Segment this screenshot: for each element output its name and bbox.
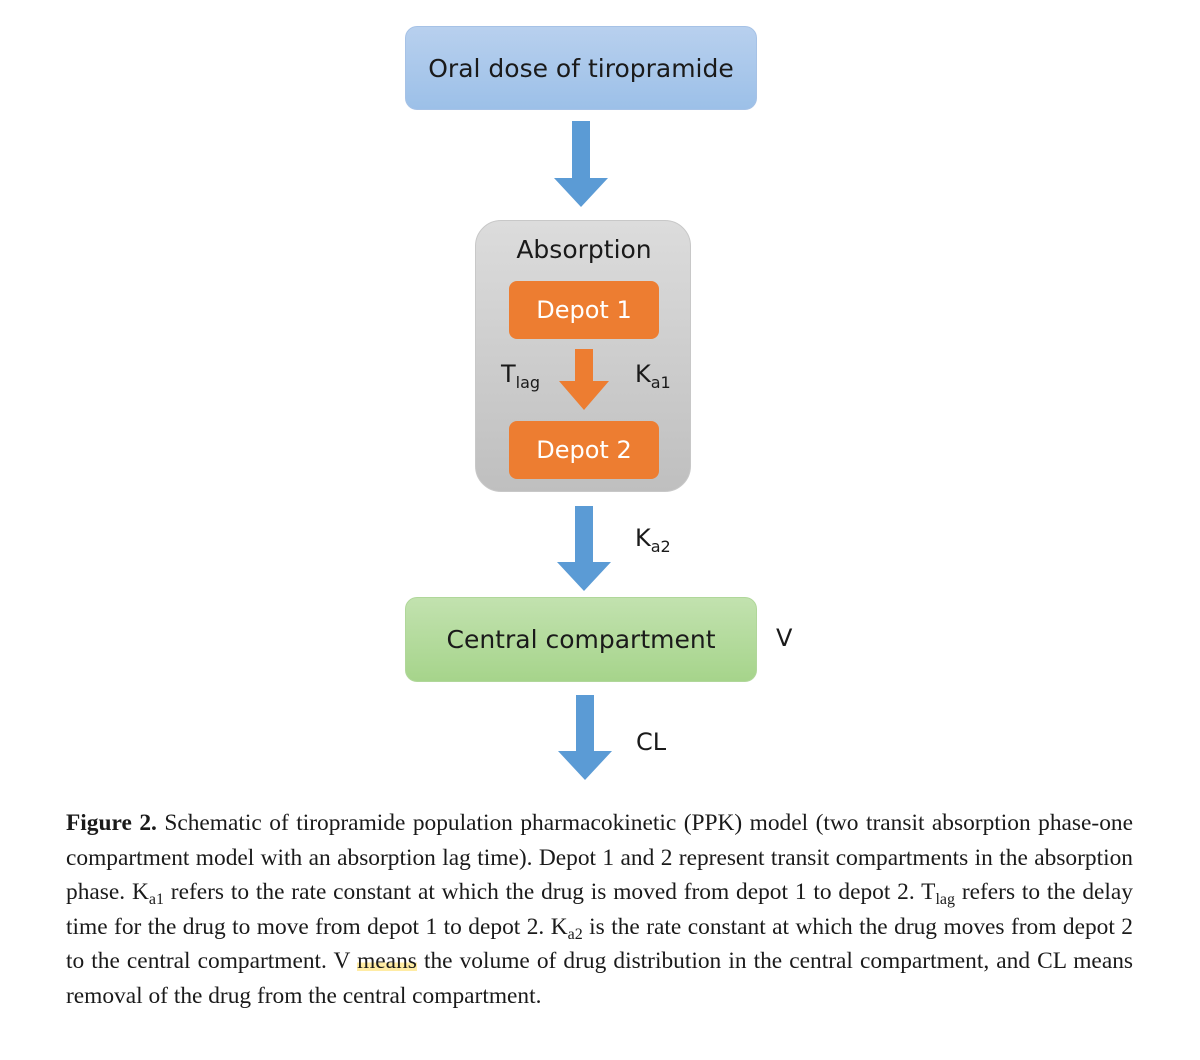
figure-caption: Figure 2. Schematic of tiropramide popul… bbox=[66, 806, 1133, 1013]
ka1-sub: a1 bbox=[650, 373, 671, 392]
ka2-label: Ka2 bbox=[635, 524, 671, 556]
oral-dose-box: Oral dose of tiropramide bbox=[405, 26, 757, 110]
caption-part-2: refers to the rate constant at which the… bbox=[163, 879, 936, 905]
arrow-shape bbox=[558, 695, 612, 780]
depot-1-label: Depot 1 bbox=[536, 296, 632, 324]
ka2-base: K bbox=[635, 524, 651, 552]
tlag-base: T bbox=[501, 360, 516, 388]
absorption-title: Absorption bbox=[516, 235, 652, 264]
clearance-arrow bbox=[558, 695, 612, 780]
caption-part-4: is the rate constant at which the drug m… bbox=[66, 913, 1134, 975]
caption-sub-tlag: lag bbox=[935, 891, 955, 908]
caption-part-3: refers to the delay time for the drug to… bbox=[66, 879, 1133, 940]
depot-2-box: Depot 2 bbox=[509, 421, 659, 479]
figure-number: Figure 2. bbox=[66, 810, 157, 836]
depot-transfer-arrow bbox=[559, 349, 609, 410]
absorption-to-central-arrow bbox=[557, 506, 611, 591]
volume-label: V bbox=[776, 624, 792, 652]
clearance-label: CL bbox=[636, 728, 666, 756]
clearance-text: CL bbox=[636, 728, 667, 756]
caption-sub-ka2: a2 bbox=[567, 925, 583, 943]
caption-part-5: the volume of drug distribution in the c… bbox=[66, 948, 1133, 1009]
tlag-sub: lag bbox=[515, 373, 541, 392]
ka1-base: K bbox=[635, 360, 651, 388]
ka2-sub: a2 bbox=[650, 537, 671, 556]
arrow-shape bbox=[559, 349, 609, 410]
central-compartment-label: Central compartment bbox=[446, 625, 716, 654]
dose-to-absorption-arrow bbox=[554, 121, 608, 207]
highlighted-word: means bbox=[357, 948, 417, 974]
arrow-shape bbox=[554, 121, 608, 207]
ka1-label: Ka1 bbox=[635, 360, 671, 392]
arrow-shape bbox=[557, 506, 611, 591]
central-compartment-box: Central compartment bbox=[405, 597, 757, 682]
depot-2-label: Depot 2 bbox=[536, 436, 632, 464]
absorption-group: Absorption Depot 1 Depot 2 bbox=[475, 220, 691, 492]
caption-part-1: Schematic of tiropramide population phar… bbox=[66, 810, 1133, 905]
tlag-label: Tlag bbox=[501, 360, 540, 392]
volume-text: V bbox=[776, 624, 793, 652]
depot-1-box: Depot 1 bbox=[509, 281, 659, 339]
caption-sub-ka1: a1 bbox=[148, 891, 164, 908]
oral-dose-label: Oral dose of tiropramide bbox=[428, 53, 734, 83]
